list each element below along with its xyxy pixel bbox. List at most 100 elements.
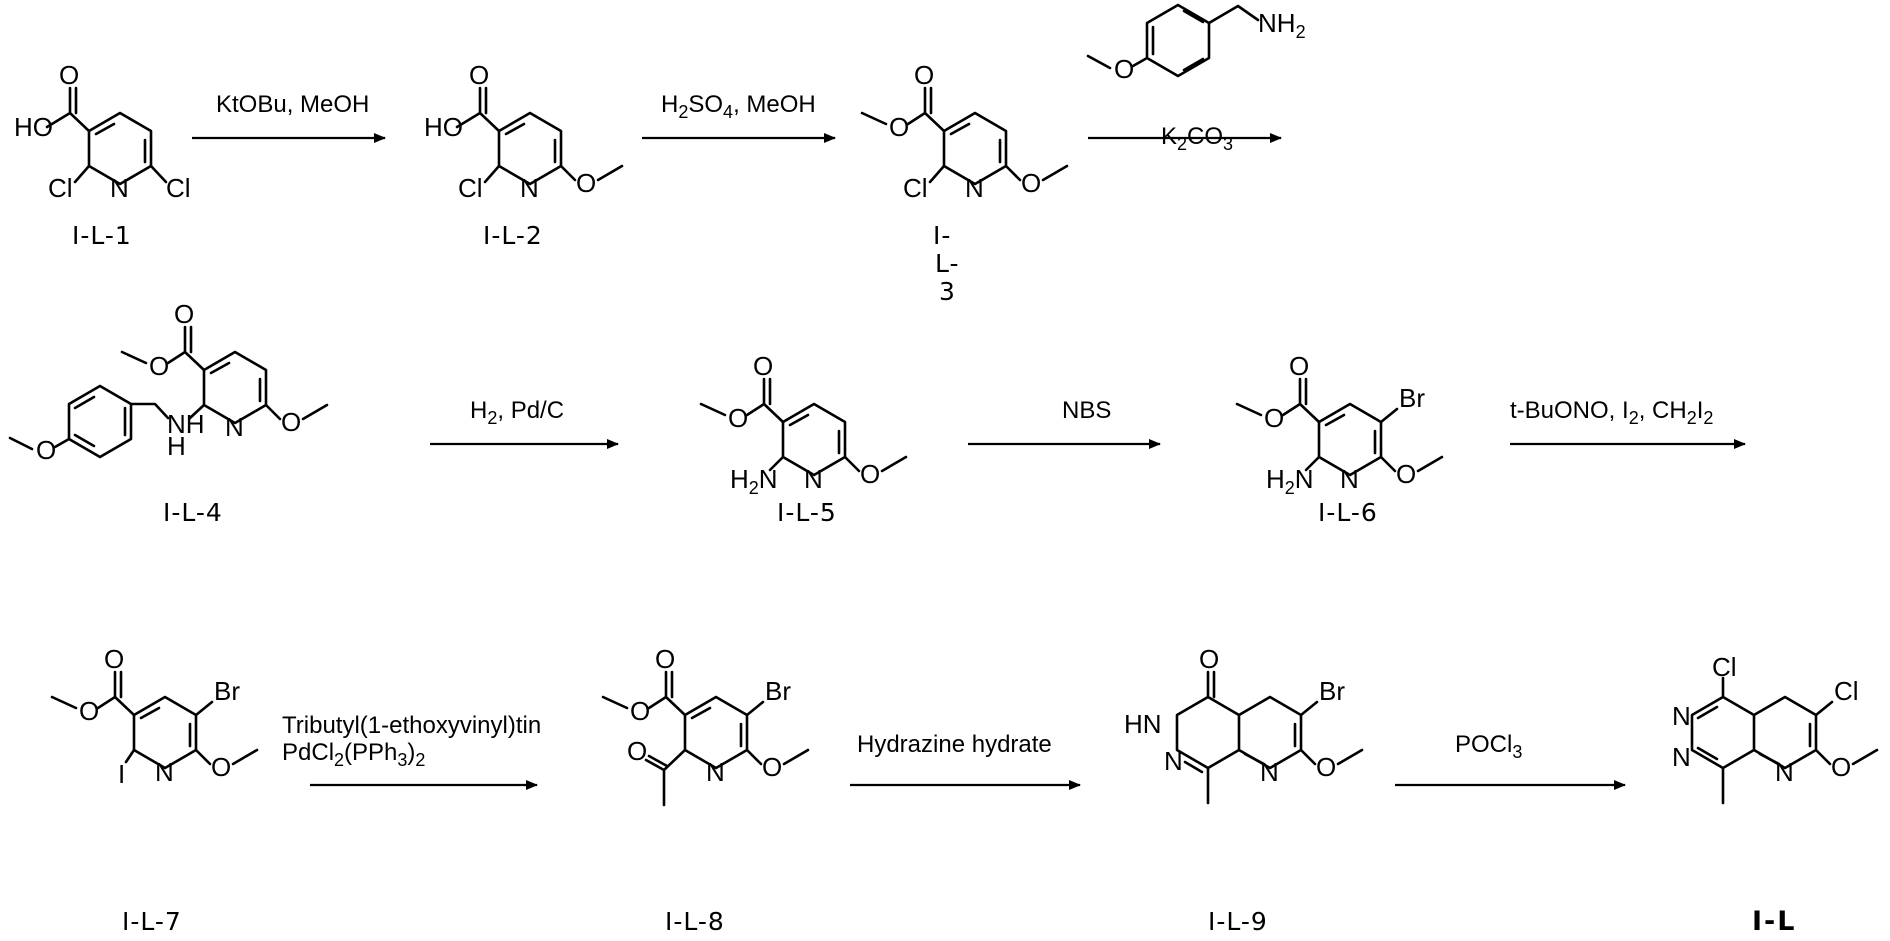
compound-i-l-9: O HN N Br N O I-L-9 xyxy=(1124,644,1362,936)
svg-text:POCl3: POCl3 xyxy=(1455,731,1522,762)
atom-o: O xyxy=(1264,403,1284,433)
compound-i-l-4: O O N O NH H O I-L-4 xyxy=(10,299,327,527)
atom-o: O xyxy=(79,696,99,726)
atom-i: I xyxy=(118,759,125,789)
reaction-step-5: NBS xyxy=(968,397,1160,444)
svg-text:H2, Pd/C: H2, Pd/C xyxy=(470,397,564,428)
atom-n: N xyxy=(706,757,725,787)
compound-label: I-L-4 xyxy=(163,498,223,527)
compound-label: I-L-5 xyxy=(777,498,837,527)
atom-br: Br xyxy=(1319,676,1345,706)
atom-ho: HO xyxy=(14,112,53,142)
atom-n: N xyxy=(1260,757,1279,787)
atom-n: N xyxy=(155,757,174,787)
compound-i-l: Cl N N Cl N O I-L xyxy=(1672,652,1877,937)
atom-o: O xyxy=(576,168,596,198)
atom-cl: Cl xyxy=(1834,676,1859,706)
atom-o: O xyxy=(1114,54,1134,84)
atom-n: N xyxy=(804,464,823,494)
atom-o: O xyxy=(1316,752,1336,782)
reagent-label: KtOBu, MeOH xyxy=(216,91,369,118)
reaction-step-9: POCl3 xyxy=(1395,731,1625,785)
atom-o: O xyxy=(889,112,909,142)
atom-o: O xyxy=(281,407,301,437)
atom-o: O xyxy=(104,644,124,674)
svg-text:PdCl2(PPh3)2: PdCl2(PPh3)2 xyxy=(282,739,425,770)
compound-i-l-2: O HO Cl N O I-L-2 xyxy=(424,60,622,250)
reagent-part: POCl xyxy=(1455,731,1512,758)
atom-o: O xyxy=(1396,459,1416,489)
compound-i-l-3: O O Cl N O I- L- 3 xyxy=(862,60,1067,306)
reagent-label: NBS xyxy=(1062,397,1111,424)
svg-text:H2N: H2N xyxy=(1266,464,1314,498)
atom-o: O xyxy=(627,736,647,766)
atom-o: O xyxy=(174,299,194,329)
atom-n: N xyxy=(110,173,129,203)
atom-o: O xyxy=(149,351,169,381)
svg-text:NH2: NH2 xyxy=(1258,8,1306,42)
compound-label: I-L-8 xyxy=(665,907,725,936)
atom-o: O xyxy=(762,752,782,782)
svg-text:H2N: H2N xyxy=(730,464,778,498)
atom-h2n: H xyxy=(1266,464,1285,494)
atom-n: N xyxy=(1672,701,1691,731)
reaction-step-7: Tributyl(1-ethoxyvinyl)tin PdCl2(PPh3)2 xyxy=(282,712,541,785)
compound-i-l-5: O O N O H2N I-L-5 xyxy=(701,351,906,527)
compound-i-l-7: O O Br N O I I-L-7 xyxy=(52,644,257,936)
atom-o: O xyxy=(1289,351,1309,381)
compound-i-l-1: O HO Cl N Cl I-L-1 xyxy=(14,60,191,250)
reaction-step-8: Hydrazine hydrate xyxy=(850,731,1080,785)
reagent-part: H xyxy=(470,397,487,424)
svg-text:H2SO4, MeOH: H2SO4, MeOH xyxy=(661,91,816,122)
compound-label: I-L-2 xyxy=(483,221,543,250)
compound-label-line: L- xyxy=(935,249,960,278)
compound-label: I-L-6 xyxy=(1318,498,1378,527)
compound-i-l-8: O O Br N O O I-L-8 xyxy=(603,644,808,936)
atom-cl: Cl xyxy=(903,173,928,203)
atom-cl: Cl xyxy=(458,173,483,203)
atom-o: O xyxy=(36,435,56,465)
atom-cl: Cl xyxy=(166,173,191,203)
reagent-label: Tributyl(1-ethoxyvinyl)tin xyxy=(282,712,541,739)
reaction-step-1: KtOBu, MeOH xyxy=(192,91,385,138)
compound-label: I-L-9 xyxy=(1208,907,1268,936)
atom-n: N xyxy=(1164,746,1183,776)
atom-n: N xyxy=(225,412,244,442)
atom-hn: HN xyxy=(1124,709,1162,739)
compound-label: I-L xyxy=(1752,906,1796,937)
atom-n: N xyxy=(520,173,539,203)
compound-label-line: I- xyxy=(933,221,951,250)
atom-o: O xyxy=(914,60,934,90)
atom-ho: HO xyxy=(424,112,463,142)
atom-nh2: NH xyxy=(1258,8,1296,38)
atom-n: N xyxy=(1672,742,1691,772)
reagent-part: H xyxy=(661,91,678,118)
reaction-step-6: t-BuONO, I2, CH2I2 xyxy=(1510,397,1745,444)
atom-nh-h: H xyxy=(167,431,186,461)
reagent-label: Hydrazine hydrate xyxy=(857,731,1052,758)
atom-o: O xyxy=(1021,168,1041,198)
atom-n: N xyxy=(1775,757,1794,787)
reaction-step-4: H2, Pd/C xyxy=(430,397,618,444)
atom-n: N xyxy=(1340,464,1359,494)
compound-i-l-6: O O Br N O H2N I-L-6 xyxy=(1237,351,1442,527)
atom-o: O xyxy=(59,60,79,90)
atom-o: O xyxy=(630,696,650,726)
atom-o: O xyxy=(728,403,748,433)
svg-text:t-BuONO, I2, CH2I2: t-BuONO, I2, CH2I2 xyxy=(1510,397,1713,428)
atom-o: O xyxy=(211,752,231,782)
compound-label-line: 3 xyxy=(939,277,956,306)
atom-cl: Cl xyxy=(48,173,73,203)
atom-br: Br xyxy=(765,676,791,706)
compound-label: I-L-1 xyxy=(72,221,132,250)
reagent-part: t-BuONO, I xyxy=(1510,397,1629,424)
atom-h2n: H xyxy=(730,464,749,494)
compound-label: I-L-7 xyxy=(122,907,182,936)
atom-o: O xyxy=(1199,644,1219,674)
atom-o: O xyxy=(753,351,773,381)
reaction-step-3: NH2 O K2CO3 xyxy=(1088,5,1306,154)
atom-o: O xyxy=(655,644,675,674)
atom-o: O xyxy=(860,459,880,489)
atom-br: Br xyxy=(214,676,240,706)
